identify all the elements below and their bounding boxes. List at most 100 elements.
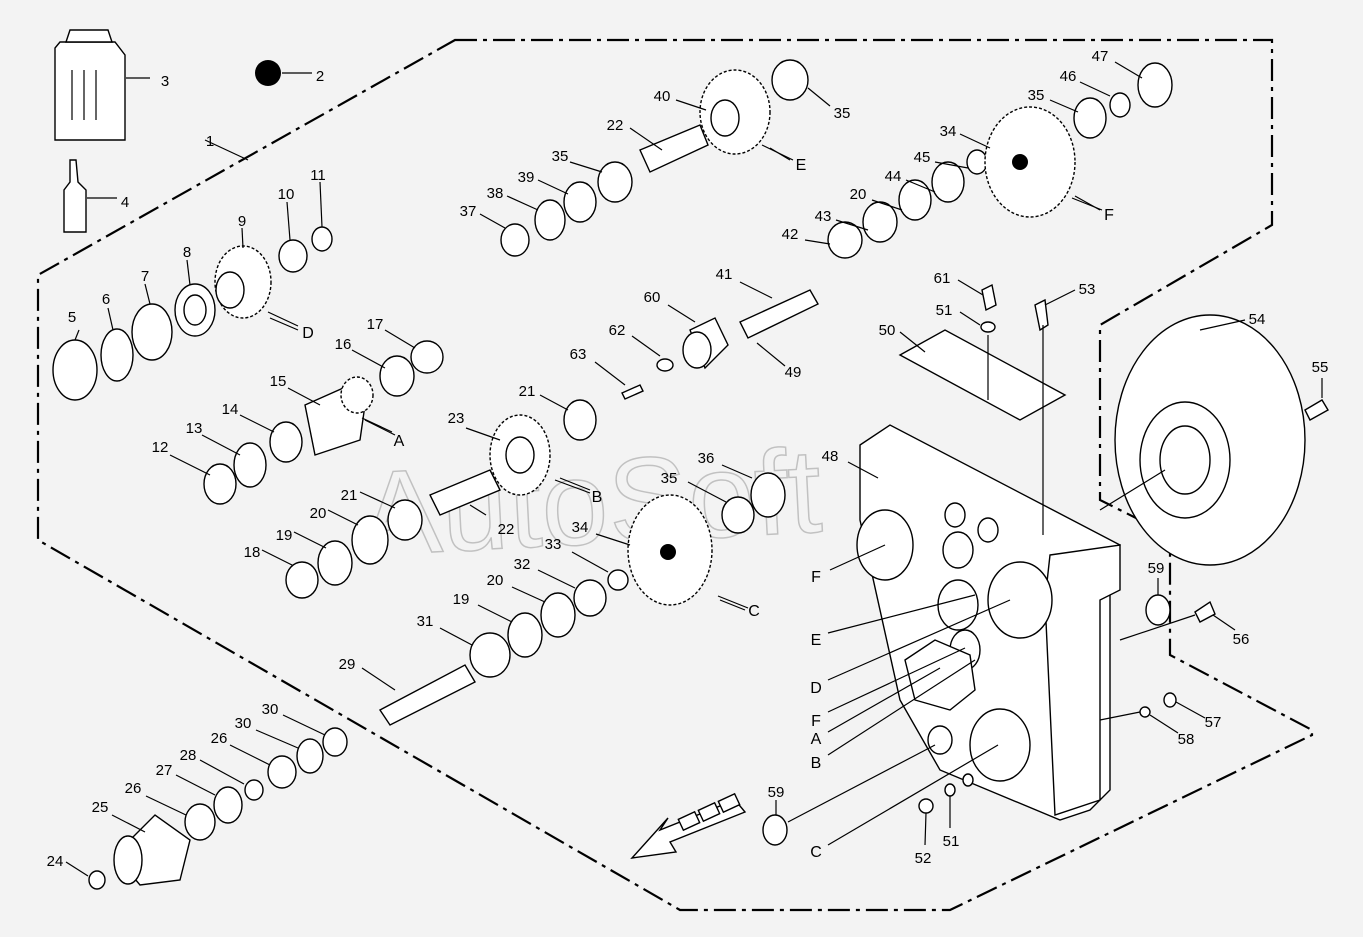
- cap-37: [500, 223, 530, 257]
- bore-C: [969, 708, 1031, 782]
- callout-c19: 19: [276, 527, 293, 544]
- leader-1: [204, 139, 249, 161]
- bearing-35: [597, 161, 633, 203]
- plug-56: [1194, 600, 1216, 623]
- circlip-6: [100, 328, 134, 382]
- callout-c47: 47: [1092, 48, 1109, 65]
- washer-51: [980, 321, 996, 333]
- callout-c8: 8: [183, 244, 191, 261]
- callout-c27: 27: [156, 762, 173, 779]
- cap-5: [52, 339, 98, 401]
- ref-letter-lF1: F: [1104, 207, 1114, 224]
- spacer-44: [931, 161, 965, 203]
- callout-c21: 21: [341, 487, 358, 504]
- callout-c21b: 21: [519, 383, 536, 400]
- callout-c36: 36: [698, 450, 715, 467]
- cover-plate-50: [898, 329, 1067, 421]
- washer-11: [311, 226, 333, 252]
- plug-52: [918, 798, 934, 814]
- callout-c2: 2: [316, 68, 324, 85]
- callout-c59: 59: [1148, 560, 1165, 577]
- bearing-10: [278, 239, 308, 273]
- ring-24: [88, 870, 106, 890]
- ring-27: [213, 786, 243, 824]
- bearing-26: [184, 803, 216, 841]
- circlip-19b: [507, 612, 543, 658]
- bearing-16: [379, 355, 415, 397]
- callout-c18: 18: [244, 544, 261, 561]
- bearing-32: [573, 579, 607, 617]
- bore-D: [987, 561, 1053, 639]
- bearing-35b: [771, 59, 809, 101]
- callout-c22: 22: [498, 521, 515, 538]
- ring-20c: [540, 592, 576, 638]
- callout-c19b: 19: [453, 591, 470, 608]
- washer-51b: [944, 783, 956, 797]
- callout-c15: 15: [270, 373, 287, 390]
- callout-c30: 30: [235, 715, 252, 732]
- parts: [52, 59, 1329, 890]
- callout-c5: 5: [68, 309, 76, 326]
- callout-c35: 35: [552, 148, 569, 165]
- callout-c16: 16: [335, 336, 352, 353]
- assembly-boundary: [36, 38, 1314, 912]
- bore-E: [942, 531, 974, 569]
- callout-c34: 34: [572, 519, 589, 536]
- ref-letter-lD1: D: [302, 325, 314, 342]
- sealant-dot-icon: [255, 60, 281, 86]
- nut-46: [1109, 92, 1131, 118]
- callout-c20: 20: [310, 505, 327, 522]
- gear-34: [984, 106, 1076, 218]
- callout-c41: 41: [716, 266, 733, 283]
- callout-c28: 28: [180, 747, 197, 764]
- bearing-21b: [563, 399, 597, 441]
- callout-c20b: 20: [850, 186, 867, 203]
- bearing-35d: [721, 496, 755, 534]
- callout-c59b: 59: [768, 784, 785, 801]
- ref-letter-lF3: F: [811, 713, 821, 730]
- circlip-19: [317, 540, 353, 586]
- callout-c55: 55: [1312, 359, 1329, 376]
- callout-c42: 42: [782, 226, 799, 243]
- bearing-21: [387, 499, 423, 541]
- ref-letter-lE2: E: [811, 632, 822, 649]
- reference-arrows: [269, 144, 1103, 846]
- callout-c30b: 30: [262, 701, 279, 718]
- ring-20: [351, 515, 389, 565]
- oil-canister-icon: [54, 29, 150, 141]
- ring-20b: [898, 179, 932, 221]
- sealant-tube-icon: [63, 159, 117, 233]
- callout-c10: 10: [278, 186, 295, 203]
- ring-28: [244, 779, 264, 801]
- callout-c38: 38: [487, 185, 504, 202]
- bearing-26b: [267, 755, 297, 789]
- ref-letter-lE1: E: [796, 157, 807, 174]
- callout-c49: 49: [785, 364, 802, 381]
- ring-17: [410, 340, 444, 374]
- callout-c13: 13: [186, 420, 203, 437]
- callout-labels: 1234567891011121314151617181920212122222…: [47, 48, 1329, 870]
- callout-c31: 31: [417, 613, 434, 630]
- ring-30b: [322, 727, 348, 757]
- spacer-36: [750, 472, 786, 518]
- bolt-63: [621, 384, 644, 400]
- callout-c51: 51: [936, 302, 953, 319]
- callout-c26: 26: [125, 780, 142, 797]
- callout-c17: 17: [367, 316, 384, 333]
- callout-c23: 23: [448, 410, 465, 427]
- callout-c48: 48: [822, 448, 839, 465]
- callout-c57: 57: [1205, 714, 1222, 731]
- flange-60b: [904, 639, 976, 711]
- ref-letter-lC1: C: [748, 603, 760, 620]
- callout-c50: 50: [879, 322, 896, 339]
- callout-c35d: 35: [661, 470, 678, 487]
- callout-c46: 46: [1060, 68, 1077, 85]
- callout-c40: 40: [654, 88, 671, 105]
- callout-c37: 37: [460, 203, 477, 220]
- callout-c7: 7: [141, 268, 149, 285]
- shaft-22: [429, 469, 501, 516]
- callout-c25: 25: [92, 799, 109, 816]
- callout-c32: 32: [514, 556, 531, 573]
- callout-c35b: 35: [834, 105, 851, 122]
